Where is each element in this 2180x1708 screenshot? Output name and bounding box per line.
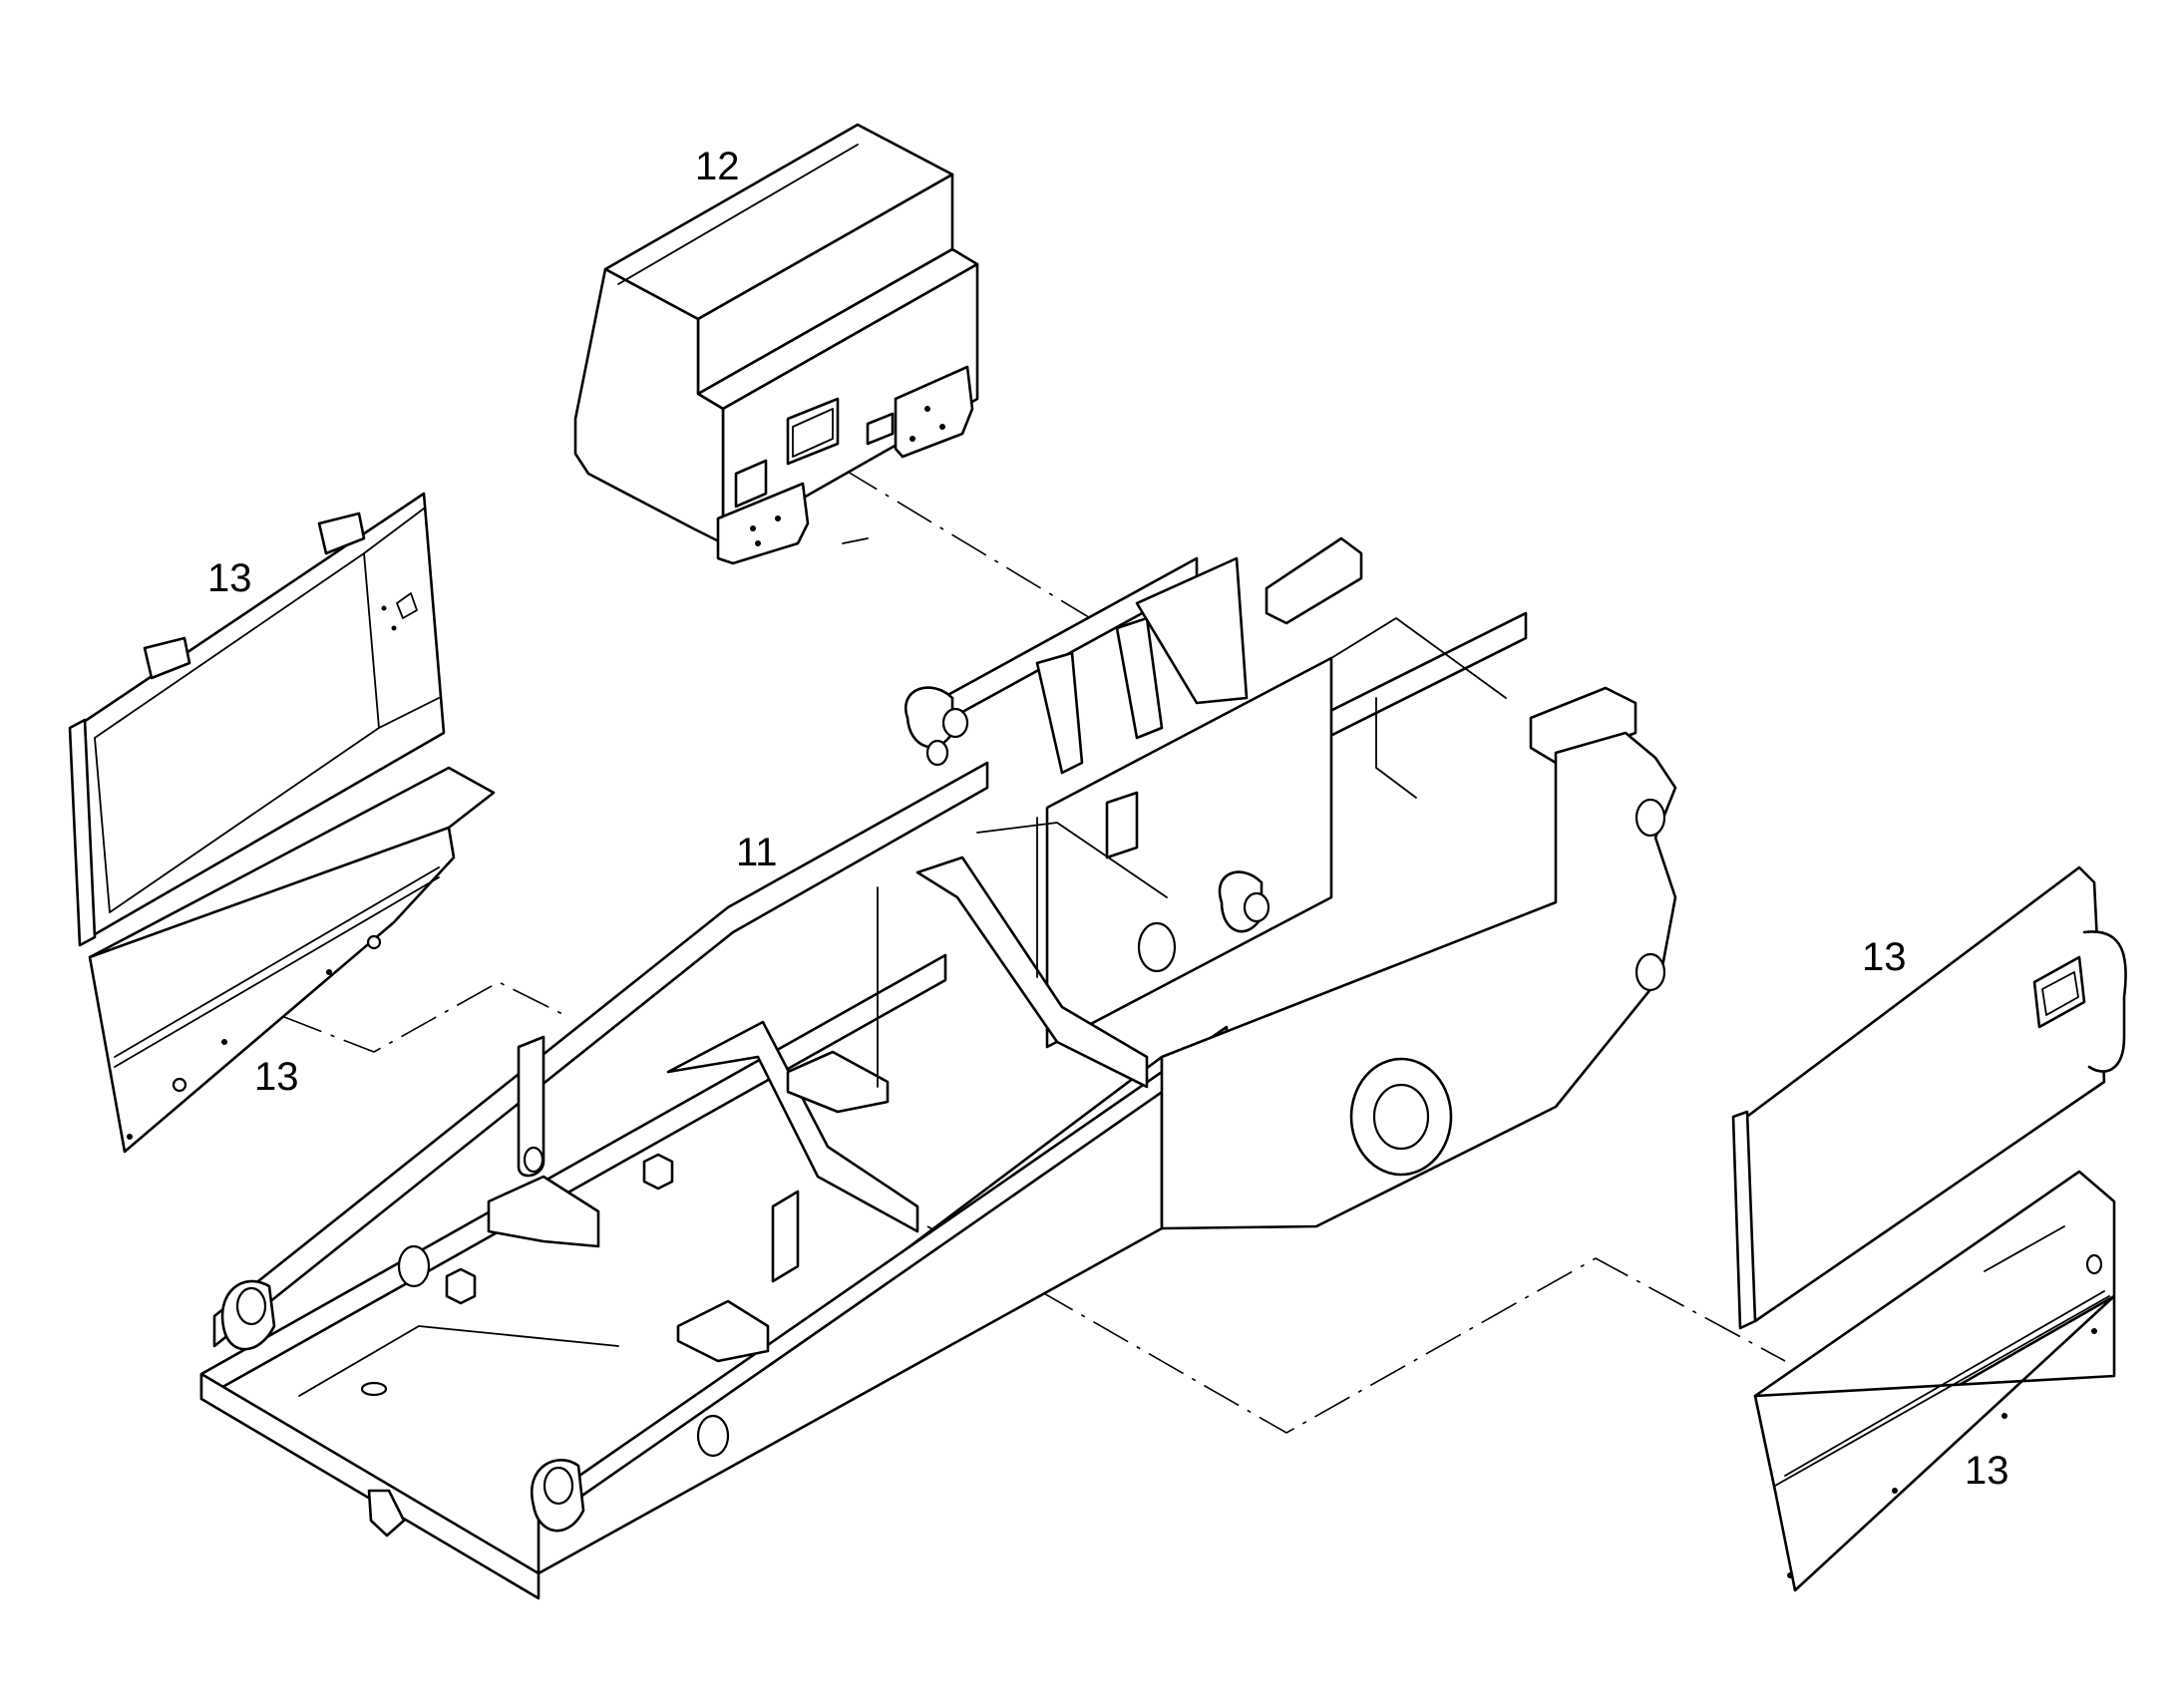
cover-housing-part	[573, 123, 979, 565]
callout-right-lower-panel: 13	[1965, 1449, 2009, 1493]
main-frame-part	[199, 536, 1677, 1600]
callout-left-upper-panel: 13	[207, 556, 252, 600]
right-upper-panel-part	[1731, 865, 2127, 1330]
callout-labels: 11 12 13 13 13 13	[207, 145, 2009, 1493]
callout-right-upper-panel: 13	[1862, 935, 1907, 979]
left-upper-panel-part	[68, 492, 446, 947]
callout-cover: 12	[695, 145, 740, 188]
left-lower-panel-part	[88, 766, 496, 1154]
callout-left-lower-panel: 13	[254, 1055, 299, 1099]
assembly-leader-lines	[283, 468, 1786, 1434]
right-lower-panel-part	[1753, 1170, 2116, 1592]
callout-frame: 11	[736, 831, 778, 874]
